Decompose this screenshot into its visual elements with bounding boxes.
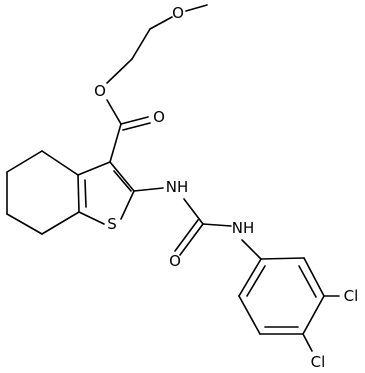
bond-c3a-c4	[41, 150, 79, 176]
bond-carbonyl-double-1	[120, 116, 149, 125]
chlorine-3-label: Cl	[344, 287, 359, 305]
bond-urea-c-nh	[202, 223, 232, 227]
bond-c2-s	[120, 190, 135, 220]
bond-methyl-o	[185, 4, 208, 12]
chlorine-4-label: Cl	[311, 353, 326, 371]
bond-carbonyl-c3	[109, 123, 122, 163]
carbonyl-oxygen-label: O	[153, 108, 165, 126]
bond-c7-c7a	[41, 211, 80, 235]
bond-c3-c2-inner	[113, 170, 132, 192]
bond-c2-nh	[133, 187, 164, 192]
bond-c6-c7	[6, 213, 43, 235]
ether-oxygen-label: O	[172, 4, 184, 22]
nh-aryl-label: NH	[232, 219, 255, 237]
bond-nh-aryl	[241, 239, 262, 260]
bond-c4-cl	[302, 333, 313, 352]
bond-ar-5-6	[238, 295, 261, 335]
bond-c7a-c3a	[77, 174, 80, 213]
bond-c3a-c3	[77, 161, 111, 176]
bond-ar-2-3	[303, 257, 325, 297]
bond-ar-3-4	[302, 295, 325, 335]
bond-ch2a-ch2b	[131, 28, 151, 60]
bond-s-c7a	[78, 211, 105, 225]
bond-ar-6-1	[238, 258, 262, 297]
bond-carbonyl-double-2	[122, 122, 151, 131]
nh-thiophene-label: NH	[166, 178, 189, 196]
bond-urea-co-2	[174, 219, 199, 252]
bond-o-ch2a	[149, 16, 173, 30]
bond-c7a-c3a-inner	[84, 179, 87, 208]
bond-nh-urea-c	[183, 198, 204, 225]
bond-ch2b-o	[106, 58, 133, 84]
bond-c4-c5	[6, 150, 43, 173]
bond-o-carbonyl-c	[106, 99, 122, 125]
bond-ar-2-3-inner	[298, 265, 317, 298]
sulfur-label: S	[107, 215, 117, 233]
bond-c3-c2	[109, 161, 135, 192]
bond-ar-1-2	[260, 257, 305, 260]
bond-ar-6-1-inner	[246, 265, 266, 297]
urea-oxygen-label: O	[169, 252, 181, 270]
ester-oxygen-label: O	[94, 82, 106, 100]
bond-urea-co-1	[179, 223, 204, 256]
